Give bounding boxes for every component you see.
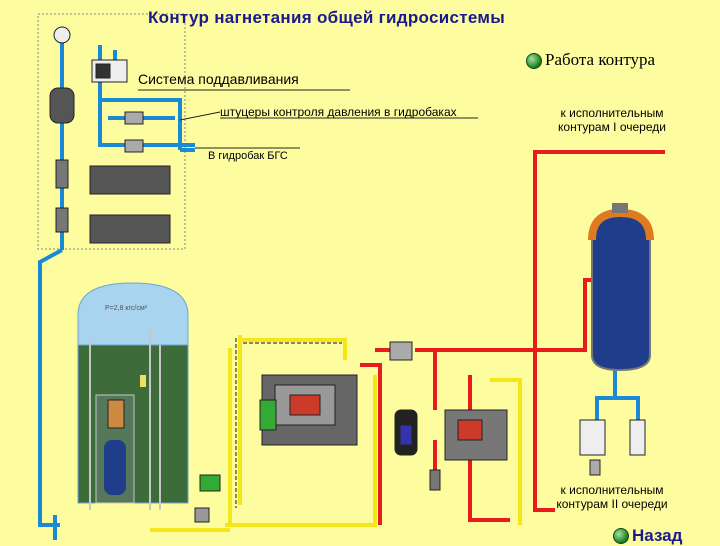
- consumers-1-line2: контурам I очереди: [558, 120, 666, 134]
- consumers-1-label: к исполнительным контурам I очереди: [553, 106, 671, 134]
- nav-button[interactable]: Назад: [632, 526, 683, 545]
- control-panels: [89, 165, 171, 244]
- subsystem-label: Система поддавливания: [138, 71, 299, 87]
- fittings-label: штуцеры контроля давления в гидробаках: [220, 105, 457, 119]
- blue-lines: [38, 40, 195, 540]
- subsystem-boundary: [37, 13, 186, 250]
- yellow-lines: [150, 335, 522, 532]
- mode-button-icon[interactable]: [526, 53, 542, 69]
- yellow-line-edges: [235, 338, 342, 508]
- nav-button-icon[interactable]: [613, 528, 629, 544]
- page-title: Контур нагнетания общей гидросистемы: [148, 8, 506, 27]
- blue-lines-right: [595, 368, 640, 420]
- consumers-1-line1: к исполнительным: [560, 106, 664, 120]
- consumers-2-label: к исполнительным контурам II очереди: [553, 483, 671, 511]
- fittings-pointer: [179, 111, 221, 121]
- svg-text:P=2,8 кгс/см²: P=2,8 кгс/см²: [105, 305, 148, 312]
- hydraulic-reservoir: P=2,8 кгс/см²: [77, 282, 189, 510]
- consumers-2-line1: к исполнительным: [560, 483, 664, 497]
- small-fittings: [194, 419, 646, 523]
- accumulator: [588, 203, 654, 372]
- tank-label: В гидробак БГС: [208, 150, 288, 162]
- pump-assembly: [259, 341, 508, 491]
- mode-button[interactable]: Работа контура: [545, 50, 656, 69]
- consumers-2-line2: контурам II очереди: [556, 497, 668, 511]
- valves-blue: [49, 26, 144, 233]
